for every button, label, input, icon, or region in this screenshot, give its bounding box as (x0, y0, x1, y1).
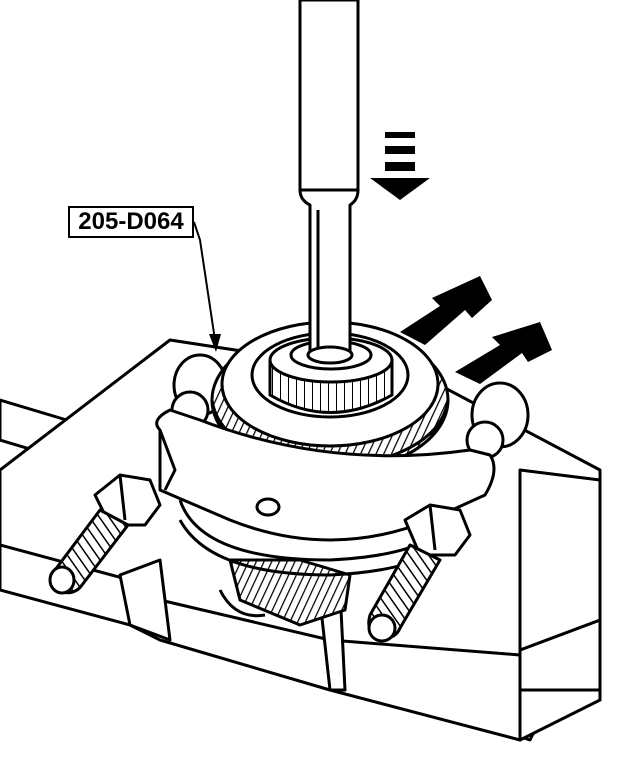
rear-bolt-right (465, 381, 530, 460)
tool-callout-label: 205-D064 (68, 206, 194, 238)
callout-leader (193, 221, 216, 341)
front-bolt-left (48, 473, 162, 595)
front-bolt-right (367, 503, 472, 643)
callout-leader-tip (209, 334, 221, 352)
contact-point-arrow-icon (400, 276, 552, 384)
press-ram (298, 0, 360, 365)
press-direction-arrow-icon (370, 132, 430, 200)
bearing (268, 336, 394, 414)
press-bed (0, 338, 602, 742)
